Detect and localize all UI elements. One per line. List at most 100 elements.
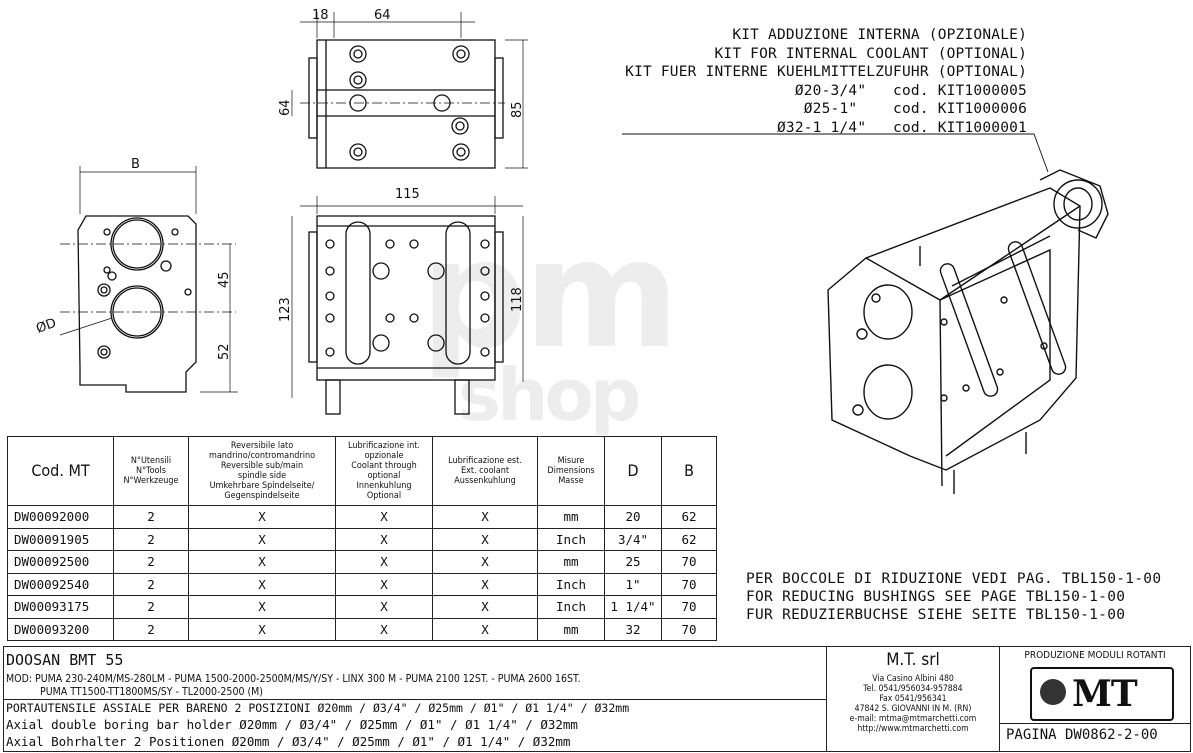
cell-int: X bbox=[335, 550, 433, 574]
table-row: DW00092540 2 X X X Inch 1" 70 bbox=[7, 572, 717, 596]
table-row: DW00092000 2 X X X mm 20 62 bbox=[7, 505, 717, 529]
cell-unit: mm bbox=[537, 505, 605, 529]
kit-line: KIT FUER INTERNE KUEHLMITTELZUFUHR (OPTI… bbox=[625, 64, 1027, 80]
side-view bbox=[59, 166, 238, 393]
description-en: Axial double boring bar holder Ø20mm / Ø… bbox=[6, 717, 578, 732]
dim-18: 18 bbox=[312, 8, 329, 23]
cell-ext: X bbox=[432, 572, 538, 596]
dim-115: 115 bbox=[395, 187, 420, 202]
title-block: DOOSAN BMT 55 MOD: PUMA 230-240M/MS-280L… bbox=[3, 646, 1191, 752]
col-code: Cod. MT bbox=[7, 436, 114, 506]
cell-rev: X bbox=[188, 505, 336, 529]
address-line: Via Casino Albini 480 bbox=[872, 674, 954, 684]
cell-rev: X bbox=[188, 617, 336, 641]
description-de: Axial Bohrhalter 2 Positionen Ø20mm / Ø3… bbox=[6, 734, 571, 749]
title-block-description: DOOSAN BMT 55 MOD: PUMA 230-240M/MS-280L… bbox=[4, 647, 827, 751]
kit-line: Ø32-1 1/4" cod. KIT1000001 bbox=[776, 119, 1027, 136]
cell-tools: 2 bbox=[113, 572, 189, 596]
dim-52: 52 bbox=[217, 343, 232, 360]
dim-d: ØD bbox=[34, 316, 58, 337]
cell-unit: Inch bbox=[537, 595, 605, 619]
coolant-kit-block: KIT ADDUZIONE INTERNA (OPZIONALE) KIT FO… bbox=[625, 26, 1027, 137]
company-name: M.T. srl bbox=[886, 650, 940, 670]
cell-b: 62 bbox=[661, 505, 717, 529]
cell-b: 62 bbox=[661, 527, 717, 551]
address-line: Fax 0541/956341 bbox=[879, 694, 947, 704]
cell-rev: X bbox=[188, 550, 336, 574]
cell-code: DW00092000 bbox=[7, 505, 114, 529]
col-d: D bbox=[604, 436, 662, 506]
address-line: 47842 S. GIOVANNI IN M. (RN) bbox=[854, 704, 972, 714]
cell-int: X bbox=[335, 595, 433, 619]
top-view bbox=[291, 12, 528, 169]
col-misure: Misure Dimensions Masse bbox=[537, 436, 605, 506]
isometric-view bbox=[827, 169, 1109, 494]
logo-emblem-icon bbox=[1040, 679, 1066, 705]
cell-ext: X bbox=[432, 595, 538, 619]
models-line-2: PUMA TT1500-TT1800MS/SY - TL2000-2500 (M… bbox=[40, 686, 263, 698]
cell-tools: 2 bbox=[113, 595, 189, 619]
cell-rev: X bbox=[188, 595, 336, 619]
cell-rev: X bbox=[188, 527, 336, 551]
table-header-row: Cod. MT N°Utensili N°Tools N°Werkzeuge R… bbox=[7, 436, 717, 506]
cell-ext: X bbox=[432, 550, 538, 574]
note-line: FOR REDUCING BUSHINGS SEE PAGE TBL150-1-… bbox=[746, 589, 1126, 605]
cell-tools: 2 bbox=[113, 617, 189, 641]
cell-d: 1 1/4" bbox=[604, 595, 662, 619]
cell-b: 70 bbox=[661, 550, 717, 574]
cell-code: DW00093200 bbox=[7, 617, 114, 641]
note-line: PER BOCCOLE DI RIDUZIONE VEDI PAG. TBL15… bbox=[746, 571, 1162, 587]
cell-d: 25 bbox=[604, 550, 662, 574]
machine-title: DOOSAN BMT 55 bbox=[6, 651, 124, 669]
cell-ext: X bbox=[432, 505, 538, 529]
col-tools: N°Utensili N°Tools N°Werkzeuge bbox=[113, 436, 189, 506]
cell-b: 70 bbox=[661, 617, 717, 641]
cell-code: DW00093175 bbox=[7, 595, 114, 619]
cell-unit: mm bbox=[537, 550, 605, 574]
table-row: DW00092500 2 X X X mm 25 70 bbox=[7, 550, 717, 574]
table-row: DW00093200 2 X X X mm 32 70 bbox=[7, 617, 717, 641]
front-view bbox=[291, 196, 524, 415]
cell-unit: Inch bbox=[537, 572, 605, 596]
technical-drawing: 18 64 64 85 115 123 118 B 45 52 ØD bbox=[34, 8, 1109, 494]
models-line-1: MOD: PUMA 230-240M/MS-280LM - PUMA 1500-… bbox=[6, 673, 581, 685]
company-block: M.T. srl Via Casino Albini 480 Tel. 0541… bbox=[827, 647, 1000, 751]
description-it: PORTAUTENSILE ASSIALE PER BARENO 2 POSIZ… bbox=[6, 701, 630, 715]
cell-d: 1" bbox=[604, 572, 662, 596]
address-line: e-mail: mtma@mtmarchetti.com bbox=[849, 714, 977, 724]
cell-tools: 2 bbox=[113, 505, 189, 529]
mt-logo: MT bbox=[1030, 667, 1174, 721]
table-row: DW00091905 2 X X X Inch 3/4" 62 bbox=[7, 527, 717, 551]
dim-64-side: 64 bbox=[278, 99, 293, 116]
cell-int: X bbox=[335, 572, 433, 596]
cell-tools: 2 bbox=[113, 527, 189, 551]
cell-d: 32 bbox=[604, 617, 662, 641]
cell-unit: mm bbox=[537, 617, 605, 641]
table-row: DW00093175 2 X X X Inch 1 1/4" 70 bbox=[7, 595, 717, 619]
dim-45: 45 bbox=[217, 271, 232, 288]
spec-table: Cod. MT N°Utensili N°Tools N°Werkzeuge R… bbox=[7, 436, 717, 641]
dim-b: B bbox=[131, 157, 140, 172]
cell-int: X bbox=[335, 617, 433, 641]
production-label: PRODUZIONE MODULI ROTANTI bbox=[1024, 650, 1166, 661]
col-b: B bbox=[661, 436, 717, 506]
col-reversible: Reversibile lato mandrino/contromandrino… bbox=[188, 436, 336, 506]
note-line: FUR REDUZIERBUCHSE SIEHE SEITE TBL150-1-… bbox=[746, 607, 1126, 623]
address-line: Tel. 0541/956034-957884 bbox=[863, 684, 963, 694]
cell-b: 70 bbox=[661, 595, 717, 619]
kit-line: KIT ADDUZIONE INTERNA (OPZIONALE) bbox=[732, 27, 1027, 43]
cell-unit: Inch bbox=[537, 527, 605, 551]
dim-123: 123 bbox=[278, 297, 293, 322]
cell-d: 3/4" bbox=[604, 527, 662, 551]
cell-code: DW00092500 bbox=[7, 550, 114, 574]
company-address: Via Casino Albini 480 Tel. 0541/956034-9… bbox=[827, 674, 999, 734]
cell-tools: 2 bbox=[113, 550, 189, 574]
dim-64-top: 64 bbox=[374, 8, 391, 23]
dim-118: 118 bbox=[510, 287, 525, 312]
address-line: http://www.mtmarchetti.com bbox=[857, 724, 969, 734]
cell-code: DW00091905 bbox=[7, 527, 114, 551]
cell-int: X bbox=[335, 527, 433, 551]
cell-d: 20 bbox=[604, 505, 662, 529]
col-external: Lubrificazione est. Ext. coolant Aussenk… bbox=[432, 436, 538, 506]
cell-ext: X bbox=[432, 527, 538, 551]
